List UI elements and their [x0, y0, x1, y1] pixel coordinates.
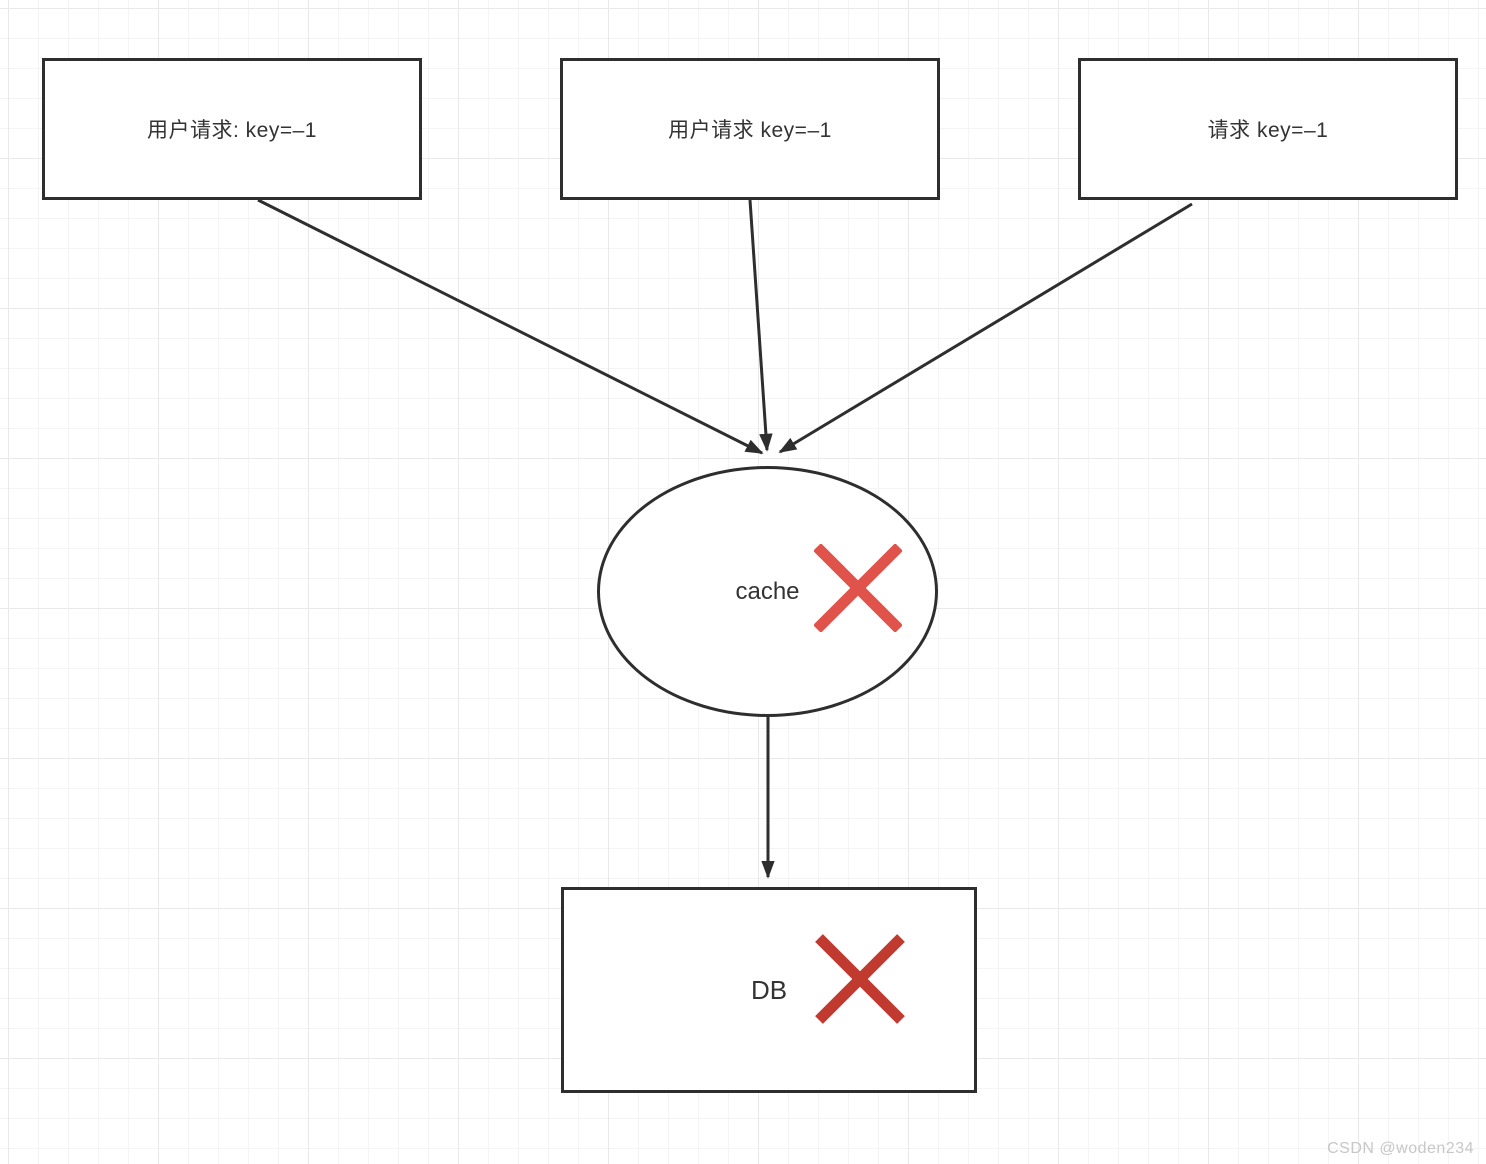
node-user-request-1: 用户请求: key=–1	[42, 58, 422, 200]
node-user-request-1-label: 用户请求: key=–1	[147, 119, 317, 142]
db-miss-x-icon	[815, 934, 905, 1024]
node-db: DB	[561, 887, 977, 1093]
node-db-label: DB	[750, 974, 788, 1005]
arrow-request2-to-cache	[748, 199, 773, 452]
node-user-request-2: 用户请求 key=–1	[560, 58, 940, 200]
node-cache: cache	[597, 466, 938, 717]
arrow-request3-to-cache	[778, 202, 1193, 454]
cache-miss-x-icon	[814, 544, 902, 632]
node-user-request-3-label: 请求 key=–1	[1207, 119, 1329, 142]
node-user-request-3: 请求 key=–1	[1078, 58, 1458, 200]
arrow-request1-to-cache	[257, 198, 764, 455]
node-user-request-2-label: 用户请求 key=–1	[668, 119, 832, 142]
watermark: CSDN @woden234	[1327, 1140, 1474, 1157]
node-cache-label: cache	[735, 577, 800, 605]
